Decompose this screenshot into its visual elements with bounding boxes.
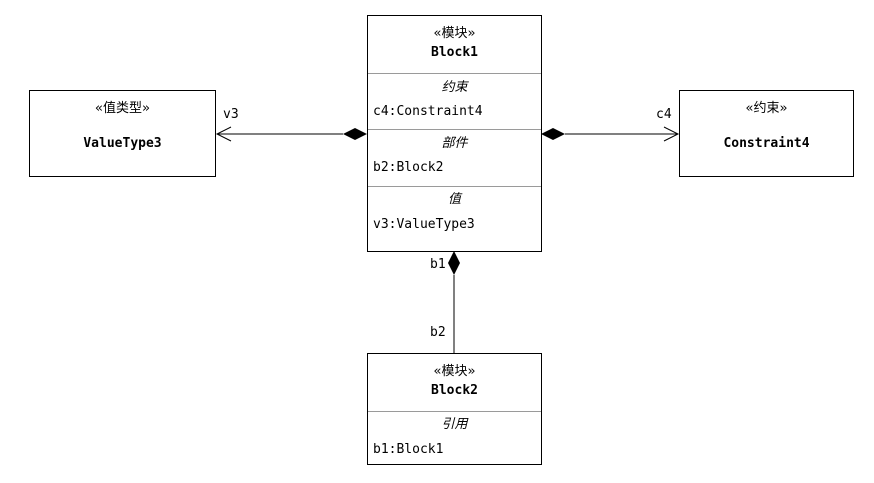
- compartment-title-references: 引用: [441, 417, 468, 432]
- open-arrow-c4: [663, 126, 680, 142]
- reference-entry[interactable]: b1:Block1: [373, 442, 444, 457]
- composition-diamond-b2: [448, 251, 460, 275]
- compartment-separator: [368, 129, 541, 130]
- compartment-separator: [368, 73, 541, 74]
- role-label-b2: b2: [430, 325, 446, 340]
- block2-stereotype: «模块»: [433, 364, 476, 379]
- valuetype3-stereotype: «值类型»: [95, 101, 150, 116]
- constraint4-block[interactable]: «约束» Constraint4: [679, 90, 854, 177]
- block1-block[interactable]: «模块» Block1 约束 c4:Constraint4 部件 b2:Bloc…: [367, 15, 542, 252]
- block2-block[interactable]: «模块» Block2 引用 b1:Block1: [367, 353, 542, 465]
- compartment-title-parts: 部件: [441, 136, 468, 151]
- constraint4-stereotype: «约束»: [745, 101, 788, 116]
- constraint-entry[interactable]: c4:Constraint4: [373, 104, 483, 119]
- role-label-b1: b1: [430, 257, 446, 272]
- role-label-v3: v3: [223, 107, 239, 122]
- composition-diamond-c4: [541, 128, 565, 140]
- role-label-c4: c4: [656, 107, 672, 122]
- composition-diamond-v3: [343, 128, 367, 140]
- block1-stereotype: «模块»: [433, 26, 476, 41]
- compartment-separator: [368, 186, 541, 187]
- compartment-title-constraints: 约束: [441, 80, 468, 95]
- compartment-title-values: 值: [447, 192, 461, 207]
- part-entry[interactable]: b2:Block2: [373, 160, 444, 175]
- value-entry[interactable]: v3:ValueType3: [373, 217, 475, 232]
- block2-name: Block2: [431, 383, 478, 398]
- valuetype3-name: ValueType3: [83, 136, 162, 151]
- open-arrow-v3: [215, 126, 232, 142]
- valuetype3-block[interactable]: «值类型» ValueType3: [29, 90, 216, 177]
- compartment-separator: [368, 411, 541, 412]
- constraint4-name: Constraint4: [723, 136, 810, 151]
- block1-name: Block1: [431, 45, 478, 60]
